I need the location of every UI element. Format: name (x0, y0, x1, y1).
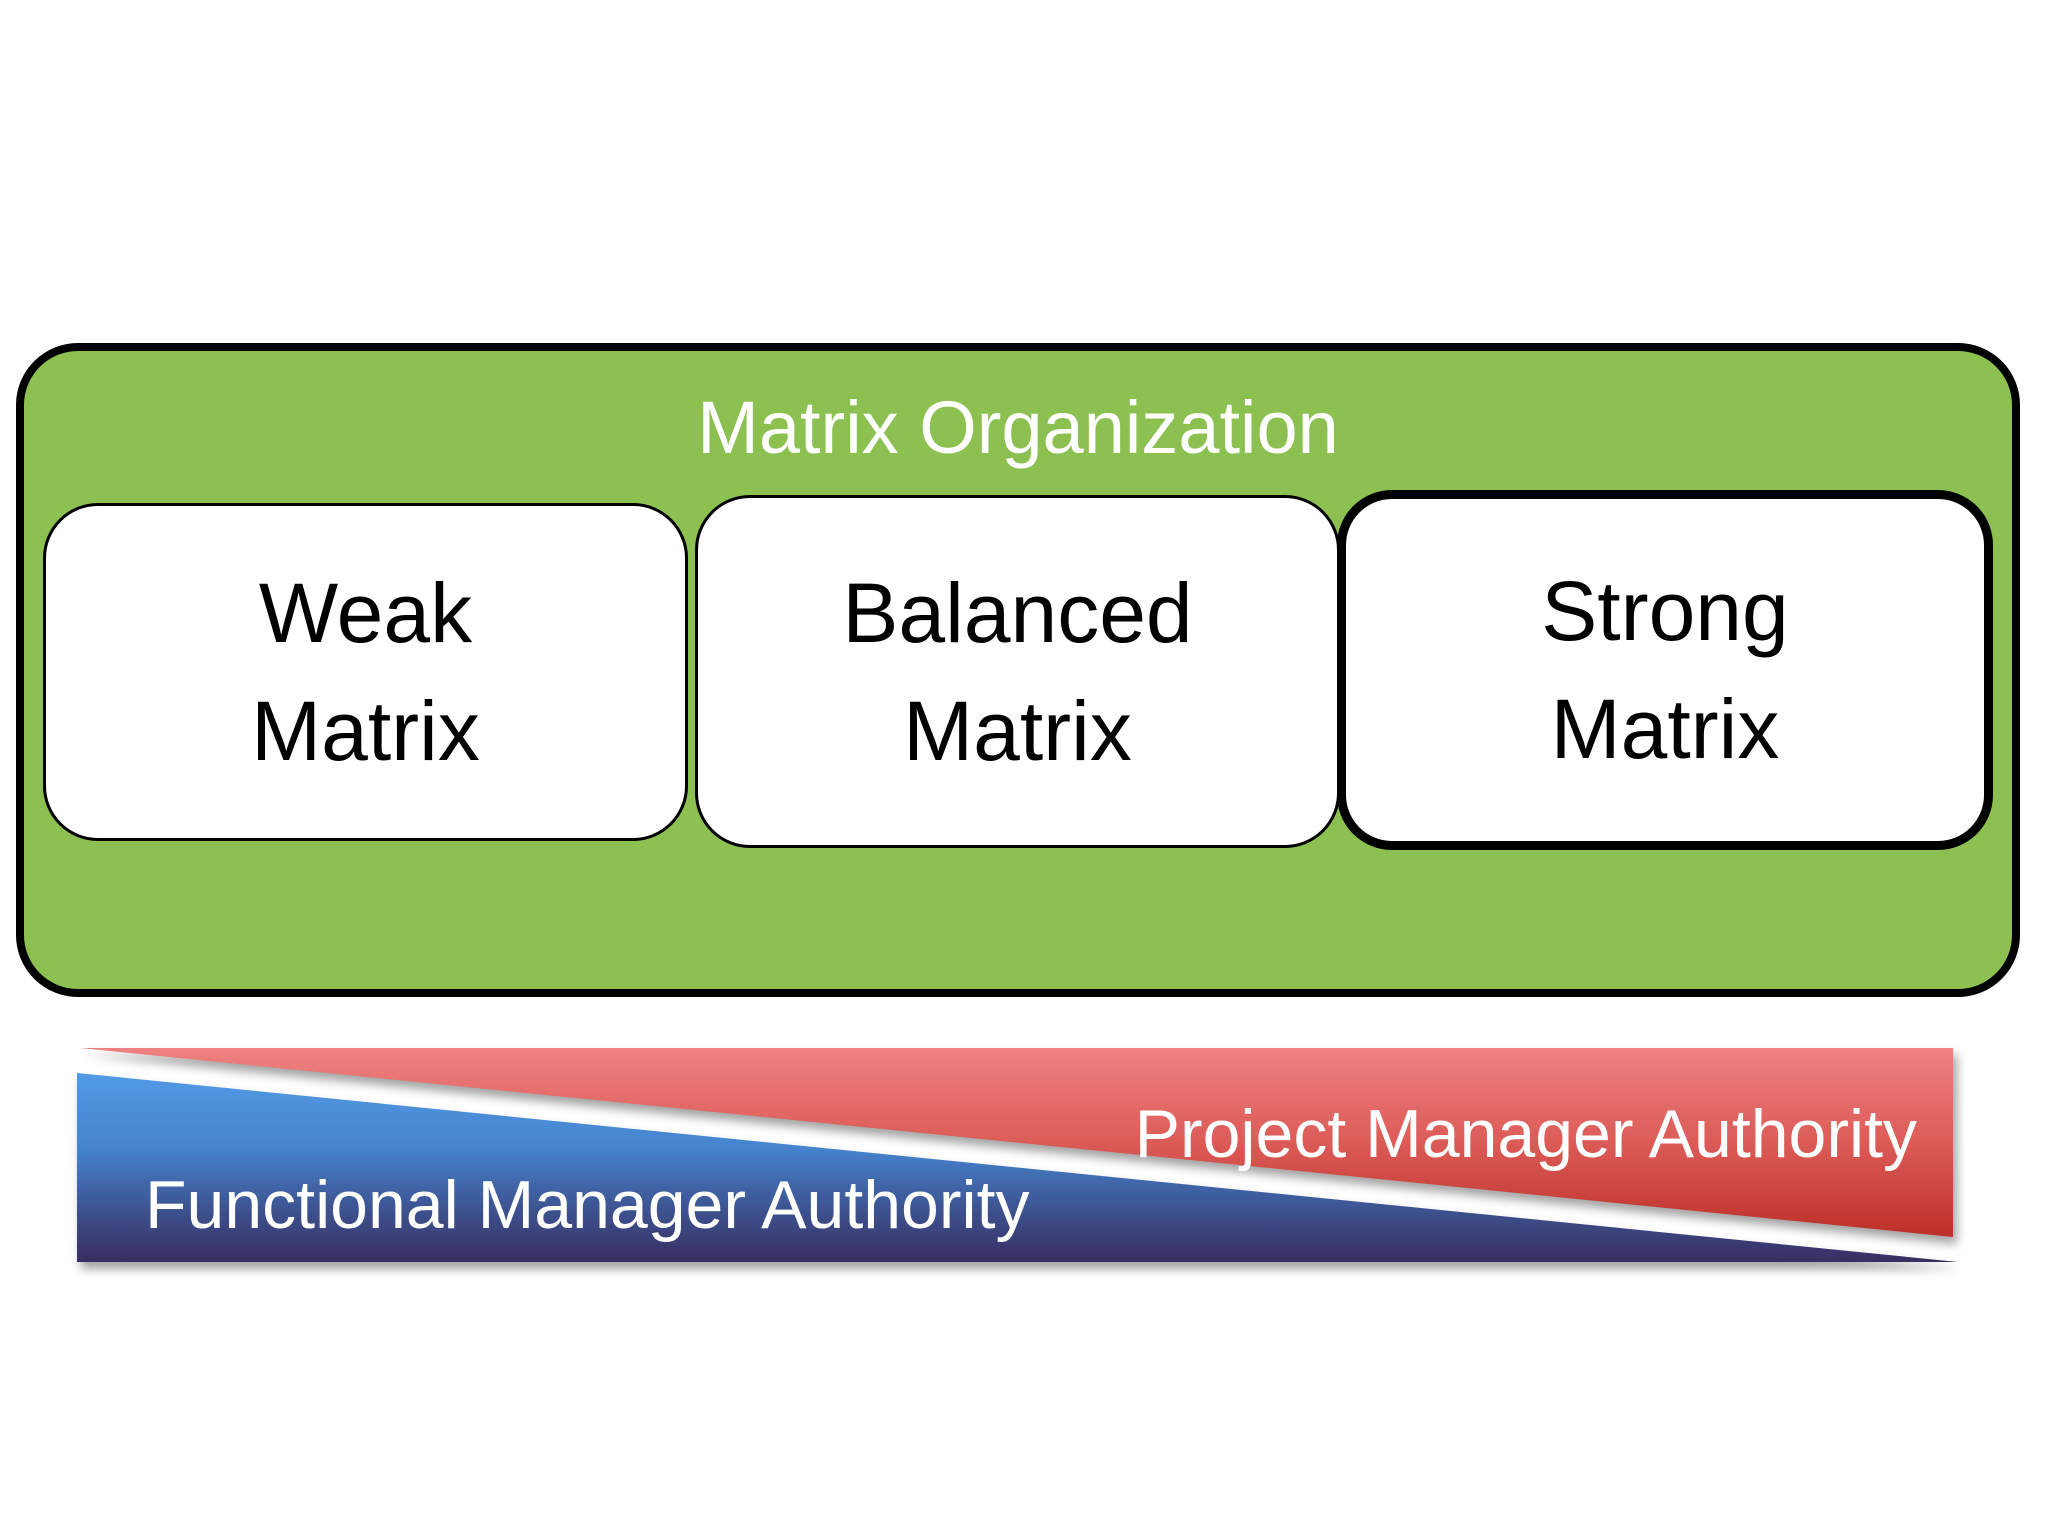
balanced-matrix-box: Balanced Matrix (695, 495, 1340, 848)
weak-matrix-label-line2: Matrix (251, 684, 480, 778)
balanced-matrix-label-line1: Balanced (842, 565, 1193, 660)
weak-matrix-label-line1: Weak (258, 566, 473, 660)
matrix-organization-title: Matrix Organization (697, 386, 1339, 469)
weak-matrix-box: Weak Matrix (43, 503, 688, 841)
strong-matrix-label-line2: Matrix (1550, 682, 1780, 776)
balanced-matrix-label-line2: Matrix (903, 683, 1132, 778)
functional-manager-authority-label: Functional Manager Authority (145, 1167, 1030, 1243)
strong-matrix-label-line1: Strong (1541, 564, 1789, 658)
strong-matrix-box: Strong Matrix (1337, 490, 1993, 850)
project-manager-authority-label: Project Manager Authority (1134, 1096, 1917, 1172)
functional-manager-authority-wedge (77, 1073, 1958, 1262)
